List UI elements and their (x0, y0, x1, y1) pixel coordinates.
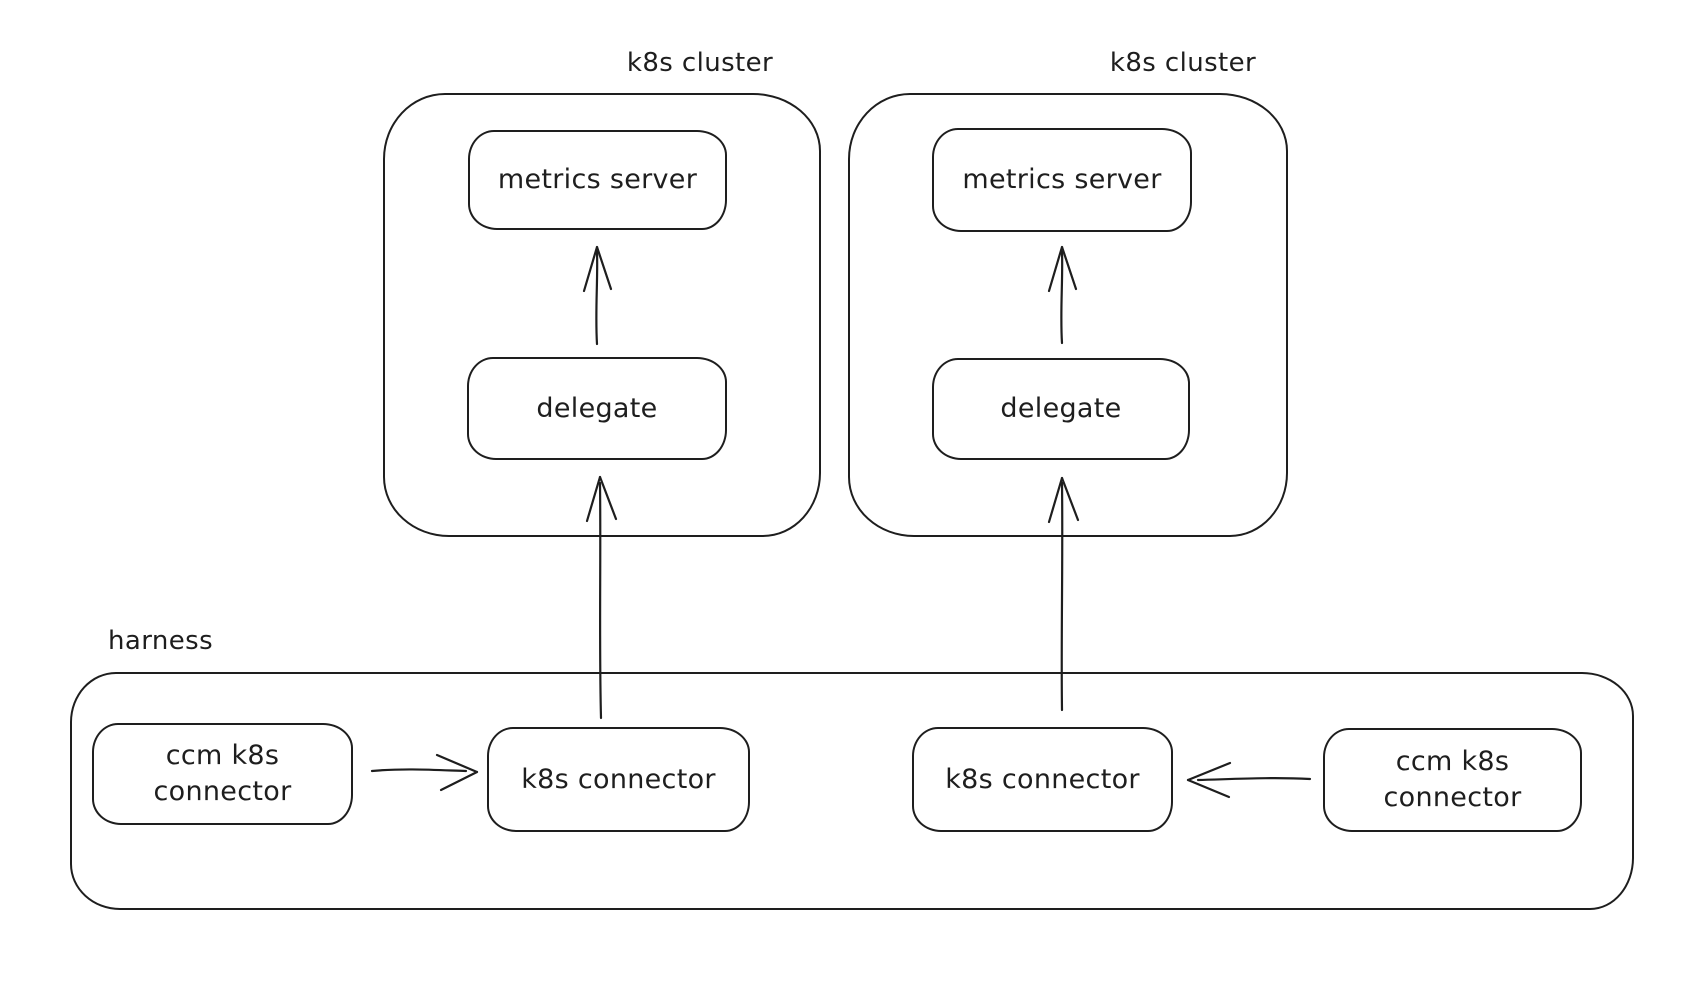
cluster-label-right: k8s cluster (1109, 48, 1257, 78)
node-delegate-left: delegate (467, 357, 727, 460)
node-k8s-connector-right: k8s connector (912, 727, 1173, 832)
node-delegate-right: delegate (932, 358, 1190, 460)
harness-label: harness (108, 626, 214, 656)
node-metrics-server-right: metrics server (932, 128, 1192, 232)
node-ccm-k8s-connector-left: ccm k8s connector (92, 723, 353, 825)
node-k8s-connector-left: k8s connector (487, 727, 750, 832)
node-metrics-server-left: metrics server (468, 130, 727, 230)
node-ccm-k8s-connector-right: ccm k8s connector (1323, 728, 1582, 832)
cluster-label-left: k8s cluster (626, 48, 774, 78)
